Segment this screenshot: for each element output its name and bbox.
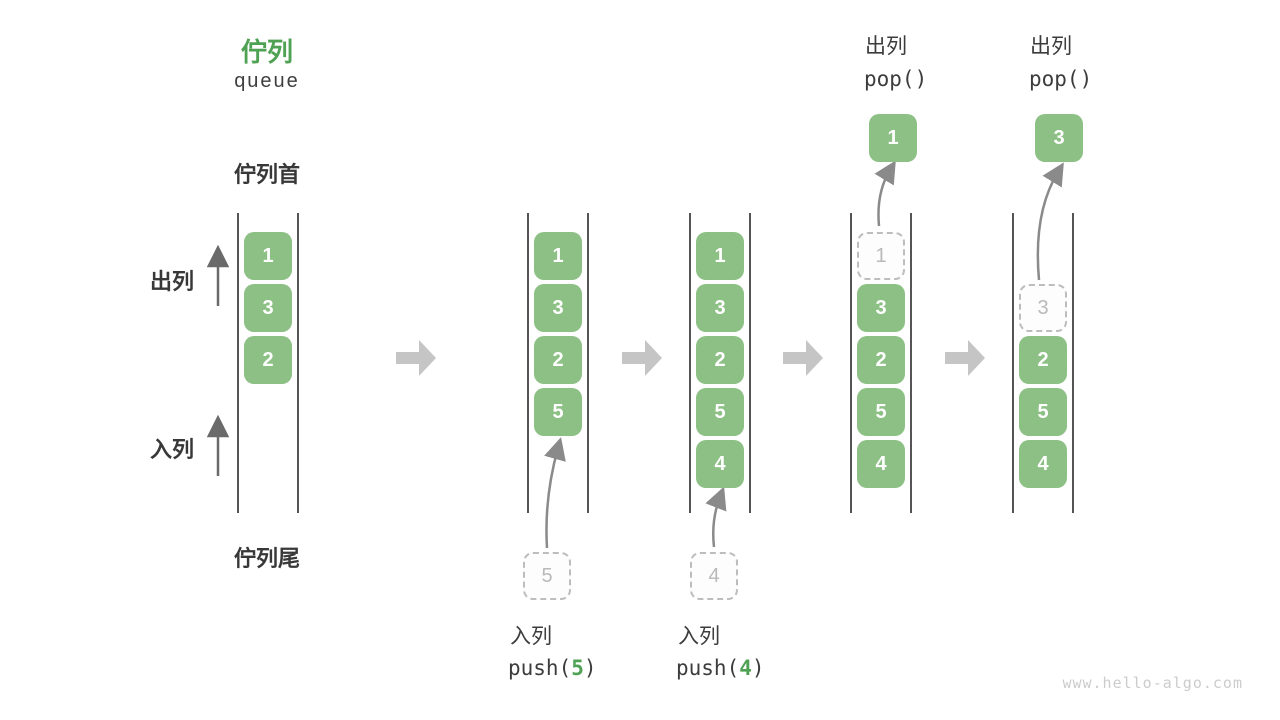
push-5-arrow — [544, 437, 566, 549]
pop-3-arrow — [1036, 162, 1064, 281]
queue-cell: 5 — [696, 388, 744, 436]
queue-cell-ghost: 3 — [1019, 284, 1067, 332]
queue-cell: 3 — [244, 284, 292, 332]
transition-arrow-icon — [945, 340, 985, 376]
push-2-code-arg: 4 — [739, 656, 752, 680]
queue-cell: 1 — [696, 232, 744, 280]
popped-cell: 1 — [869, 114, 917, 162]
queue-cell: 1 — [244, 232, 292, 280]
push-4-arrow — [705, 486, 727, 548]
pop-2-label: 出列 — [1030, 35, 1072, 58]
pop-1-arrow — [874, 160, 896, 227]
queue-cell: 5 — [857, 388, 905, 436]
queue-cell: 4 — [857, 440, 905, 488]
push-ghost-cell: 5 — [523, 552, 571, 600]
queue-cell: 4 — [696, 440, 744, 488]
queue-cell: 4 — [1019, 440, 1067, 488]
popped-cell: 3 — [1035, 114, 1083, 162]
queue-cell: 2 — [534, 336, 582, 384]
queue-cell: 2 — [857, 336, 905, 384]
queue-cell: 3 — [857, 284, 905, 332]
push-2-code-prefix: push( — [676, 656, 740, 680]
push-1-code-prefix: push( — [508, 656, 572, 680]
push-1-code: push(5) — [508, 656, 597, 680]
transition-arrow-icon — [396, 340, 436, 376]
queue-wall — [749, 213, 751, 513]
transition-arrow-icon — [622, 340, 662, 376]
push-2-code-suffix: ) — [751, 656, 765, 680]
enqueue-side-label: 入列 — [150, 437, 195, 462]
queue-cell: 2 — [244, 336, 292, 384]
transition-arrow-icon — [783, 340, 823, 376]
queue-cell: 1 — [534, 232, 582, 280]
queue-cell: 3 — [534, 284, 582, 332]
queue-cell: 5 — [534, 388, 582, 436]
queue-wall — [910, 213, 912, 513]
queue-cell: 2 — [696, 336, 744, 384]
pop-1-code: pop() — [864, 67, 928, 91]
pop-1-label: 出列 — [865, 35, 907, 58]
pop-2-code: pop() — [1029, 67, 1093, 91]
dequeue-side-label: 出列 — [150, 269, 195, 294]
push-2-code: push(4) — [676, 656, 765, 680]
queue-wall — [689, 213, 691, 513]
diagram-title-en: queue — [234, 70, 300, 92]
queue-cell: 2 — [1019, 336, 1067, 384]
push-1-label: 入列 — [510, 625, 552, 648]
queue-wall — [587, 213, 589, 513]
queue-wall — [527, 213, 529, 513]
queue-wall — [297, 213, 299, 513]
queue-cell: 5 — [1019, 388, 1067, 436]
queue-rear-label: 佇列尾 — [234, 546, 301, 571]
push-2-label: 入列 — [678, 625, 720, 648]
push-ghost-cell: 4 — [690, 552, 738, 600]
queue-cell-ghost: 1 — [857, 232, 905, 280]
queue-wall — [850, 213, 852, 513]
queue-front-label: 佇列首 — [234, 162, 301, 187]
push-1-code-arg: 5 — [571, 656, 584, 680]
queue-cell: 3 — [696, 284, 744, 332]
queue-wall — [1072, 213, 1074, 513]
watermark: www.hello-algo.com — [1062, 674, 1243, 692]
push-1-code-suffix: ) — [583, 656, 597, 680]
queue-wall — [1012, 213, 1014, 513]
diagram-title-zh: 佇列 — [240, 37, 293, 67]
queue-wall — [237, 213, 239, 513]
